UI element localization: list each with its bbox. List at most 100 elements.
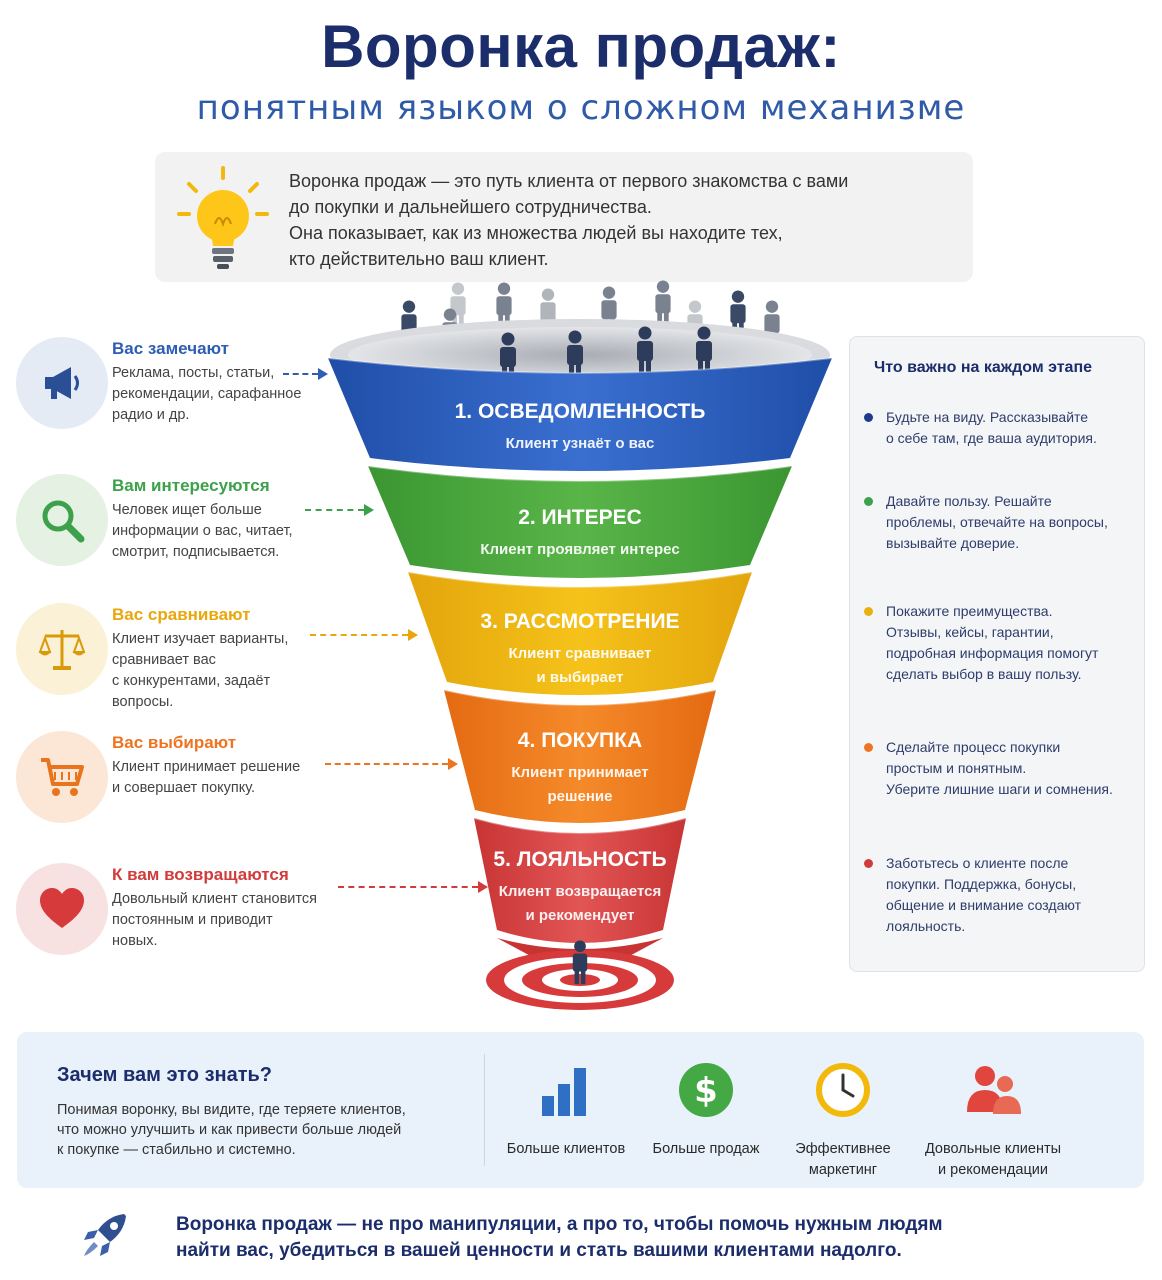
tip-bullet xyxy=(864,743,873,752)
benefit-label-line: и рекомендации xyxy=(938,1162,1048,1178)
tip-text-line: Будьте на виду. Рассказывайте xyxy=(886,409,1089,425)
stage-icon-circle xyxy=(16,337,108,429)
stage-connector-line xyxy=(325,763,448,765)
dollar-coin-icon: $ xyxy=(679,1063,733,1117)
stage-connector-arrow xyxy=(408,629,418,641)
stage-side-description-line: радио и др. xyxy=(112,407,190,423)
benefit-happy-clients: Довольные клиенты и рекомендации xyxy=(913,1060,1073,1181)
funnel-stage-title: 3. РАССМОТРЕНИЕ xyxy=(480,610,679,633)
person-icon xyxy=(696,326,712,375)
svg-text:$: $ xyxy=(694,1071,718,1111)
benefit-label-line: Эффективнее xyxy=(795,1141,891,1157)
tip-text: Будьте на виду. Рассказывайте о себе там,… xyxy=(886,407,1134,449)
why-section: Зачем вам это знать? Понимая воронку, вы… xyxy=(17,1032,1144,1188)
stage-connector-arrow xyxy=(364,504,374,516)
footer-line-1: Воронка продаж — не про манипуляции, а п… xyxy=(176,1214,943,1235)
person-icon xyxy=(450,282,466,329)
cart-icon xyxy=(41,758,84,796)
why-text-line: к покупке — стабильно и системно. xyxy=(57,1142,296,1158)
stage-side-description-line: Довольный клиент становится xyxy=(112,891,317,907)
funnel-segment-1 xyxy=(328,358,832,471)
stage-side-description-line: Клиент принимает решение xyxy=(112,759,301,775)
funnel-stage-description: и выбирает xyxy=(537,669,624,686)
benefit-marketing: Эффективнее маркетинг xyxy=(763,1060,923,1181)
stage-side-title: К вам возвращаются xyxy=(112,865,289,884)
bar-chart-icon xyxy=(542,1068,586,1116)
why-text-line: Понимая воронку, вы видите, где теряете … xyxy=(57,1102,406,1118)
intro-line-3: Она показывает, как из множества людей в… xyxy=(289,223,783,243)
clock-icon xyxy=(816,1063,870,1117)
intro-line-4: кто действительно ваш клиент. xyxy=(289,249,549,269)
benefit-label: Больше клиентов xyxy=(506,1141,626,1157)
funnel-segment-highlight xyxy=(367,465,793,482)
stage-icon-circle xyxy=(16,603,108,695)
benefit-label-line: маркетинг xyxy=(808,1162,878,1178)
tip-text-line: Покажите преимущества. xyxy=(886,603,1053,619)
stage-side-description-line: сравнивает вас xyxy=(112,652,216,668)
intro-line-1: Воронка продаж — это путь клиента от пер… xyxy=(289,171,849,191)
tips-panel: Что важно на каждом этапе Будьте на виду… xyxy=(849,336,1145,972)
stage-side-description-line: Человек ищет больше xyxy=(112,502,262,518)
tip-bullet xyxy=(864,497,873,506)
tip-item: Покажите преимущества. Отзывы, кейсы, гар… xyxy=(864,601,1134,685)
person-icon xyxy=(567,330,583,379)
tip-item: Будьте на виду. Рассказывайте о себе там,… xyxy=(864,407,1134,449)
page-subtitle: понятным языком о сложном механизме xyxy=(196,88,966,128)
tip-text-line: подробная информация помогут xyxy=(886,645,1099,661)
tip-text-line: простым и понятным. xyxy=(886,760,1027,776)
tip-text-line: Заботьтесь о клиенте после xyxy=(886,855,1069,871)
tip-text-line: лояльность. xyxy=(886,918,966,934)
funnel-stage-title: 2. ИНТЕРЕС xyxy=(518,506,642,529)
funnel-segment-2 xyxy=(368,466,792,578)
benefit-more-clients: Больше клиентов xyxy=(486,1060,646,1160)
intro-line-2: до покупки и дальнейшего сотрудничества. xyxy=(289,197,652,217)
people-icon xyxy=(967,1066,1021,1114)
divider xyxy=(484,1054,485,1166)
why-text: Понимая воронку, вы видите, где теряете … xyxy=(57,1100,437,1160)
tip-text-line: о себе там, где ваша аудитория. xyxy=(886,430,1097,446)
stage-connector-line xyxy=(305,509,364,511)
tip-text-line: Отзывы, кейсы, гарантии, xyxy=(886,624,1054,640)
funnel-stage-description: Клиент принимает xyxy=(511,764,648,781)
stage-side-description-line: Реклама, посты, статьи, xyxy=(112,365,275,381)
benefit-label: Довольные клиенты и рекомендации xyxy=(913,1139,1073,1181)
stage-side-description-line: вопросы. xyxy=(112,694,174,710)
rocket-icon xyxy=(84,1214,126,1256)
tip-text: Покажите преимущества. Отзывы, кейсы, гар… xyxy=(886,601,1134,685)
tip-text-line: Уберите лишние шаги и сомнения. xyxy=(886,781,1113,797)
benefit-label: Больше продаж xyxy=(652,1141,760,1157)
benefit-label-line: Довольные клиенты xyxy=(924,1141,1062,1157)
funnel-segment-highlight xyxy=(473,817,687,834)
stage-side-description-line: постоянным и приводит xyxy=(112,912,273,928)
stage-connector-arrow xyxy=(448,758,458,770)
magnifier-icon xyxy=(42,500,85,543)
stage-side-description-line: смотрит, подписывается. xyxy=(112,544,280,560)
funnel-stage-description: Клиент возвращается xyxy=(499,883,662,900)
stage-side-description-line: с конкурентами, задаёт xyxy=(112,673,271,689)
stage-side-description-line: рекомендации, сарафанное xyxy=(112,386,302,402)
benefit-more-sales: $ Больше продаж xyxy=(626,1060,786,1160)
funnel-segment-highlight xyxy=(327,357,833,374)
benefit-label: Эффективнее маркетинг xyxy=(763,1139,923,1181)
tips-title: Что важно на каждом этапе xyxy=(874,359,1093,376)
page-title: Воронка продаж: xyxy=(321,13,841,80)
tip-bullet xyxy=(864,607,873,616)
person-icon xyxy=(572,940,588,985)
funnel-stage-description: Клиент сравнивает xyxy=(508,645,651,662)
tip-bullet xyxy=(864,413,873,422)
funnel-stage-title: 1. ОСВЕДОМЛЕННОСТЬ xyxy=(455,400,706,423)
scales-icon xyxy=(38,630,86,670)
funnel-stage-description: решение xyxy=(548,788,613,805)
funnel-segment-5 xyxy=(474,818,686,943)
stage-side-description-line: Клиент изучает варианты, xyxy=(112,631,289,647)
stage-connector-arrow xyxy=(478,881,488,893)
target-icon xyxy=(486,950,674,1010)
footer-line-2: найти вас, убедиться в вашей ценности и … xyxy=(176,1240,902,1261)
